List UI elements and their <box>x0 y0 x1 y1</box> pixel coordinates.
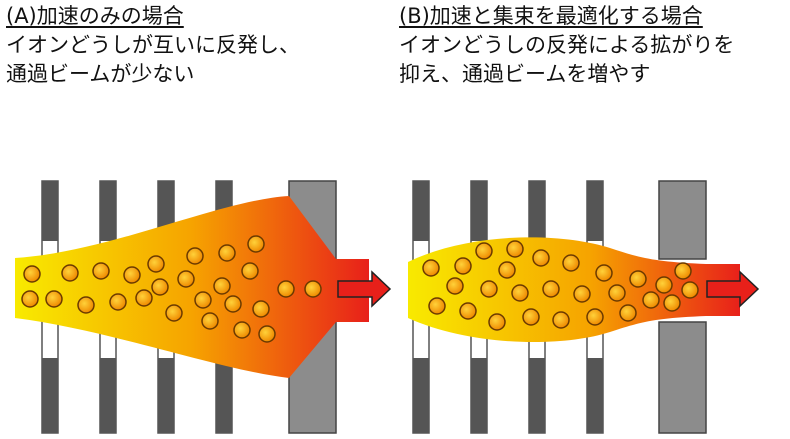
ion <box>277 280 295 298</box>
ion <box>135 289 153 307</box>
ion-beam-a <box>15 196 369 378</box>
panel-a-line1: イオンどうしが互いに反発し、 <box>6 33 300 57</box>
aperture-block-bottom-b <box>658 321 707 434</box>
ion <box>165 304 183 322</box>
ion <box>573 285 591 303</box>
ion <box>224 295 242 313</box>
electrode-bottom <box>529 358 545 433</box>
ion <box>629 270 647 288</box>
ion <box>252 300 270 318</box>
ions-b <box>422 240 699 331</box>
ion <box>532 249 550 267</box>
ion <box>480 280 498 298</box>
ion <box>422 259 440 277</box>
panel-b-diagram <box>408 180 760 434</box>
ion <box>595 264 613 282</box>
ion <box>147 255 165 273</box>
ion <box>655 276 673 294</box>
ion <box>92 262 110 280</box>
ion <box>454 257 472 275</box>
panel-a-diagram <box>15 180 392 434</box>
ion <box>77 296 95 314</box>
ion <box>511 284 529 302</box>
panel-a-title: (A)加速のみの場合 <box>6 4 184 28</box>
ion <box>498 261 516 279</box>
ion <box>109 293 127 311</box>
electrode-top <box>471 181 487 241</box>
electrode-bottom <box>587 358 603 433</box>
ion <box>233 321 251 339</box>
ion <box>151 278 169 296</box>
electrode-top <box>529 181 545 241</box>
ion <box>459 302 477 320</box>
ion <box>663 294 681 312</box>
ion <box>542 280 560 298</box>
ion <box>304 280 322 298</box>
ion <box>608 284 626 302</box>
beam-arrow-b <box>706 270 760 308</box>
ion <box>123 266 141 284</box>
ion <box>522 308 540 326</box>
ion <box>247 235 265 253</box>
ion <box>619 304 637 322</box>
ion <box>218 244 236 262</box>
electrode-top <box>42 181 58 241</box>
ion <box>681 281 699 299</box>
ion <box>21 290 39 308</box>
ion <box>241 262 259 280</box>
ion <box>45 290 63 308</box>
ion <box>258 325 276 343</box>
ion <box>488 313 506 331</box>
aperture-block-top-b <box>658 180 707 260</box>
ion <box>177 270 195 288</box>
panel-b-title: (B)加速と集束を最適化する場合 <box>399 4 703 28</box>
panel-b-line2: 抑え、通過ビームを増やす <box>399 62 651 86</box>
ion <box>23 265 41 283</box>
ion <box>642 291 660 309</box>
electrode-bottom <box>42 358 58 433</box>
electrode-bottom <box>413 358 429 433</box>
panel-b-caption: (B)加速と集束を最適化する場合 イオンどうしの反発による拡がりを 抑え、通過ビ… <box>399 2 734 89</box>
ion <box>552 311 570 329</box>
ion <box>61 264 79 282</box>
ion <box>201 312 219 330</box>
electrode-top <box>413 181 429 241</box>
electrode-bottom <box>471 358 487 433</box>
electrode-bottom <box>216 358 232 433</box>
electrode-bottom <box>100 358 116 433</box>
beam-arrow-a <box>337 270 392 308</box>
panel-a-line2: 通過ビームが少ない <box>6 62 195 86</box>
panel-a-caption: (A)加速のみの場合 イオンどうしが互いに反発し、 通過ビームが少ない <box>6 2 300 89</box>
electrode-bottom <box>158 358 174 433</box>
ions-a <box>21 235 322 343</box>
ion <box>674 262 692 280</box>
ion <box>213 277 231 295</box>
ion <box>428 297 446 315</box>
ion <box>186 247 204 265</box>
ion <box>586 308 604 326</box>
ion <box>506 240 524 258</box>
electrode-top <box>100 181 116 241</box>
electrode-top <box>587 181 603 241</box>
ion <box>562 254 580 272</box>
panel-b-line1: イオンどうしの反発による拡がりを <box>399 33 735 57</box>
ion <box>194 291 212 309</box>
ion <box>446 277 464 295</box>
ion <box>475 242 493 260</box>
